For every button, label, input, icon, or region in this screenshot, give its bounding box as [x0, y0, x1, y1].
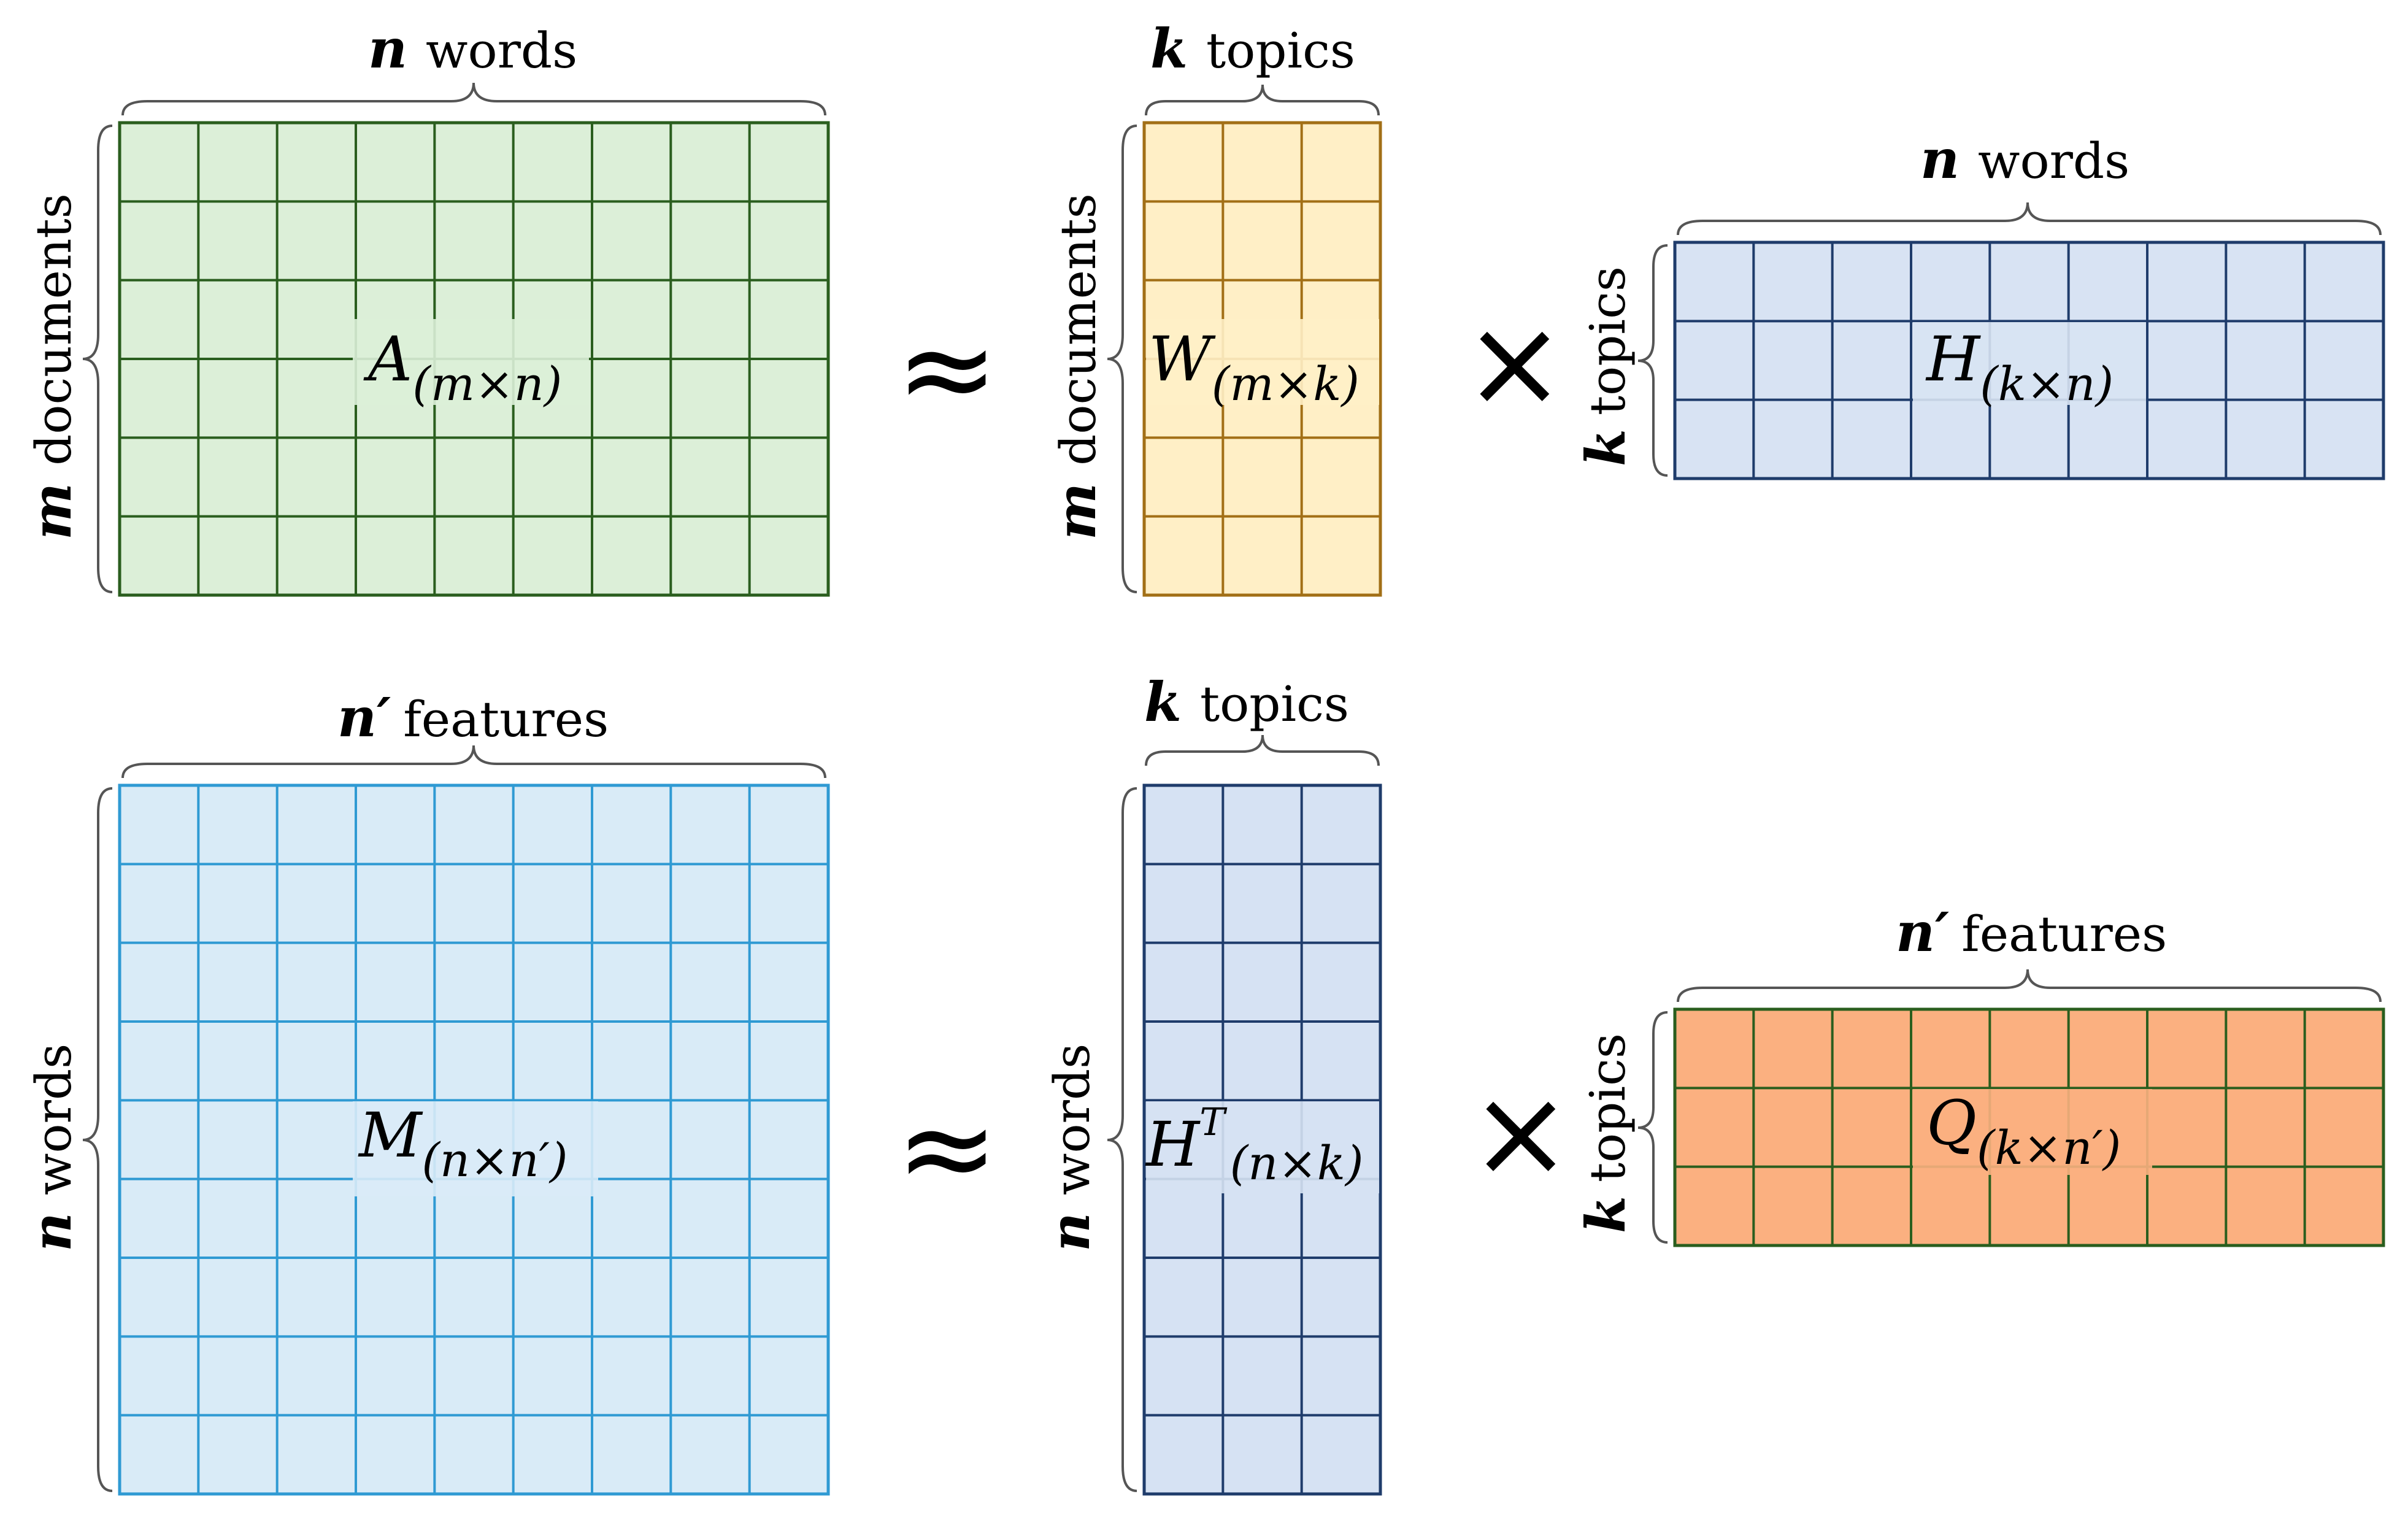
- matrix-a-top-brace: [121, 82, 826, 116]
- matrix-a-top-text: words: [426, 22, 577, 79]
- matrix-ht-side-brace: [1107, 787, 1137, 1492]
- matrix-m: M(n×n′) n′features n words: [20, 685, 830, 1496]
- matrix-m-label: M(n×n′): [358, 1099, 568, 1187]
- matrix-h-top-brace: [1677, 202, 2382, 236]
- matrix-h-top-var: n: [1920, 127, 1960, 191]
- matrix-m-side-text: words: [25, 1044, 82, 1195]
- matrix-a-grid: [120, 123, 828, 595]
- matrix-q-label: Q(k×n′): [1926, 1087, 2121, 1175]
- matrix-ht-label-backdrop: [1146, 1101, 1379, 1193]
- matrix-h-top-text: words: [1978, 133, 2129, 190]
- matrix-a-label-backdrop: [353, 319, 589, 405]
- matrix-w-top-brace: [1145, 84, 1380, 116]
- matrix-a-subscript: (m×n): [412, 356, 562, 411]
- matrix-ht-side-text: words: [1044, 1044, 1101, 1195]
- matrix-ht-label: HT(n×k): [1145, 1099, 1364, 1190]
- matrix-h-name: H: [1925, 323, 1981, 395]
- matrix-w-subscript: (m×k): [1212, 356, 1360, 411]
- matrix-m-top-text: features: [403, 691, 609, 748]
- matrix-h-label-backdrop: [1913, 322, 2146, 405]
- matrix-q-side-brace: [1637, 1011, 1668, 1244]
- times-operator-bottom: ×: [1469, 1061, 1572, 1204]
- matrix-m-side-label: n words: [20, 1044, 83, 1252]
- matrix-h-side-var: k: [1574, 429, 1637, 466]
- matrix-w-side-label: m documents: [1044, 193, 1108, 540]
- matrix-w-side-brace: [1107, 125, 1137, 593]
- matrix-a-side-var: m: [20, 483, 83, 540]
- matrix-w-side-var: m: [1044, 483, 1108, 540]
- matrix-ht-superscript: T: [1199, 1099, 1228, 1144]
- matrix-q-top-label: n′features: [1896, 900, 2167, 964]
- matrix-m-side-var: n: [20, 1212, 83, 1252]
- matrix-m-top-brace: [121, 745, 826, 779]
- matrix-m-name: M: [358, 1099, 423, 1171]
- matrix-ht-name: H: [1145, 1109, 1201, 1180]
- matrix-m-subscript: (n×n′): [421, 1133, 567, 1187]
- approx-operator-bottom: ≈: [896, 1077, 999, 1220]
- matrix-a-top-var: n: [368, 17, 407, 80]
- matrix-a-label: A(m×n): [363, 323, 562, 411]
- approx-operator-top: ≈: [896, 298, 999, 441]
- matrix-ht-side-label: n words: [1038, 1044, 1102, 1252]
- matrix-w-label: W(m×k): [1148, 323, 1360, 411]
- matrix-q-name: Q: [1926, 1087, 1977, 1159]
- matrix-a-side-text: documents: [25, 193, 82, 466]
- matrix-w-side-text: documents: [1050, 193, 1107, 466]
- matrix-m-side-brace: [82, 787, 113, 1492]
- matrix-w-name: W: [1148, 323, 1216, 395]
- matrix-ht-side-var: n: [1038, 1212, 1102, 1252]
- matrix-h-subscript: (k×n): [1980, 356, 2114, 411]
- matrix-a-side-brace: [82, 125, 113, 593]
- matrix-q-top-brace: [1677, 969, 2382, 1003]
- matrix-h-side-label: k topics: [1574, 266, 1637, 466]
- matrix-m-top-var: n′: [337, 685, 391, 749]
- matrix-ht-top-text: topics: [1200, 676, 1349, 733]
- matrix-q-top-text: features: [1961, 906, 2167, 963]
- matrix-q-side-var: k: [1574, 1196, 1637, 1233]
- matrix-m-label-backdrop: [353, 1101, 598, 1196]
- matrix-q-subscript: (k×n′): [1977, 1120, 2121, 1175]
- matrix-q-side-text: topics: [1579, 1033, 1636, 1182]
- matrix-m-top-label: n′features: [337, 685, 609, 749]
- matrix-w-top-var: k: [1150, 17, 1188, 80]
- matrix-a-name: A: [363, 323, 412, 395]
- matrix-h-side-text: topics: [1579, 266, 1636, 415]
- matrix-a-side-label: m documents: [20, 193, 83, 540]
- matrix-ht-subscript: (n×k): [1230, 1136, 1364, 1190]
- matrix-q-top-var: n′: [1896, 900, 1949, 964]
- times-operator-top: ×: [1463, 291, 1566, 434]
- matrix-h-side-brace: [1637, 244, 1668, 477]
- matrix-h-label: H(k×n): [1925, 323, 2114, 411]
- matrix-ht-top-brace: [1145, 734, 1380, 766]
- matrix-w-top-text: topics: [1206, 22, 1355, 79]
- matrix-ht-top-var: k: [1144, 670, 1182, 734]
- matrix-q-side-label: k topics: [1574, 1033, 1637, 1233]
- matrix-q: Q(k×n′) n′features k topics: [1574, 900, 2385, 1247]
- matrix-w-label-backdrop: [1146, 319, 1379, 405]
- matrix-q-label-backdrop: [1913, 1089, 2152, 1175]
